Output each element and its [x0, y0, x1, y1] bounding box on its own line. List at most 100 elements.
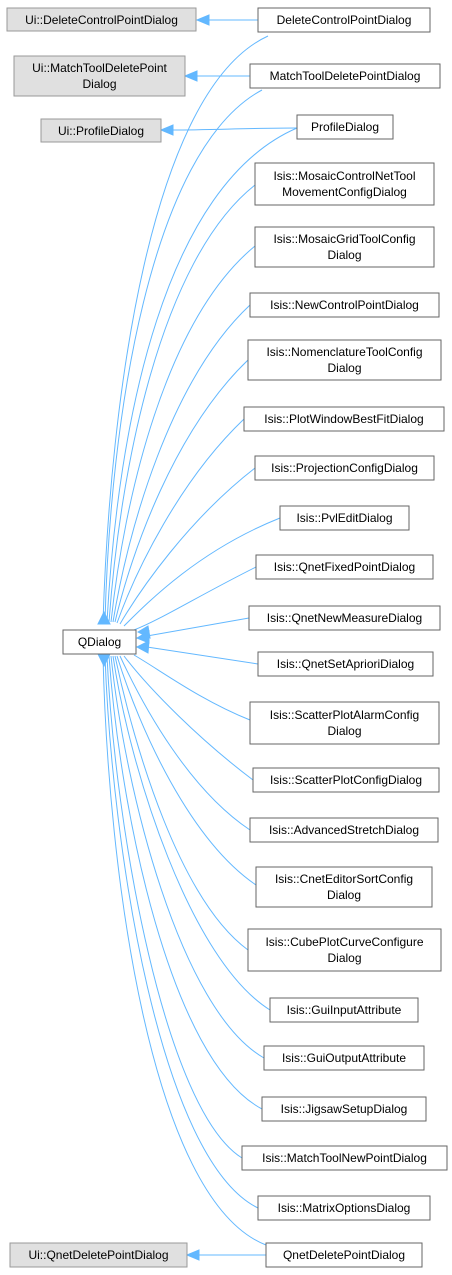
ui-profile-node: Ui::ProfileDialog	[40, 118, 162, 143]
node-label-line-1: Ui::MatchToolDeletePoint	[32, 61, 167, 75]
class-nodes: DeleteControlPointDialogMatchToolDeleteP…	[241, 7, 448, 1268]
class-node-label: Isis::NewControlPointDialog	[270, 298, 419, 312]
class-node-label: Dialog	[327, 248, 361, 262]
class-node-label: Isis::MosaicControlNetTool	[273, 169, 415, 183]
class-node-label: Dialog	[327, 888, 361, 902]
class-node-label: Isis::GuiInputAttribute	[287, 1003, 402, 1017]
class-node-label: Isis::MatrixOptionsDialog	[278, 1201, 411, 1215]
class-node-label: Dialog	[327, 951, 361, 965]
node-label: Ui::ProfileDialog	[58, 124, 144, 138]
class-node-label: MatchToolDeletePointDialog	[270, 69, 421, 83]
arrowhead	[183, 70, 198, 82]
class-node-label: Isis::MatchToolNewPointDialog	[262, 1151, 427, 1165]
arrowhead	[159, 124, 174, 136]
class-node-label: MovementConfigDialog	[282, 185, 407, 199]
class-node-box	[263, 1045, 425, 1071]
class-node-box	[249, 817, 439, 843]
node-label: Ui::DeleteControlPointDialog	[25, 13, 178, 27]
class-node-projection-config[interactable]: Isis::ProjectionConfigDialog	[254, 455, 435, 481]
class-node-plot-window-best-fit[interactable]: Isis::PlotWindowBestFitDialog	[243, 406, 445, 432]
class-node-pvl-edit[interactable]: Isis::PvlEditDialog	[279, 505, 410, 531]
class-node-gui-output[interactable]: Isis::GuiOutputAttribute	[263, 1045, 425, 1071]
class-node-box	[265, 1242, 423, 1268]
class-node-box	[247, 928, 442, 972]
class-node-box	[255, 554, 434, 580]
class-node-label: Isis::JigsawSetupDialog	[281, 1102, 408, 1116]
class-node-scatter-config[interactable]: Isis::ScatterPlotConfigDialog	[252, 767, 440, 793]
class-node-gui-input[interactable]: Isis::GuiInputAttribute	[269, 997, 419, 1023]
class-node-box	[257, 651, 434, 677]
class-node-box	[248, 605, 441, 631]
class-node-box	[254, 226, 435, 268]
class-node-label: Isis::NomenclatureToolConfig	[266, 345, 422, 359]
class-node-label: Isis::CnetEditorSortConfig	[275, 872, 413, 886]
class-node-label: Isis::MosaicGridToolConfig	[273, 232, 415, 246]
node-label: QDialog	[78, 635, 121, 649]
class-node-advanced-stretch[interactable]: Isis::AdvancedStretchDialog	[249, 817, 439, 843]
arrowhead-cluster-bottom	[97, 653, 111, 668]
class-node-qnet-new-measure[interactable]: Isis::QnetNewMeasureDialog	[248, 605, 441, 631]
node-label: Ui::QnetDeletePointDialog	[28, 1248, 168, 1262]
class-node-box	[247, 339, 442, 381]
qdialog-node: QDialog	[62, 629, 137, 655]
ui-qnet-delete-point-node: Ui::QnetDeletePointDialog	[9, 1242, 188, 1268]
class-node-box	[257, 1195, 431, 1221]
ui-edges	[159, 14, 298, 1261]
arrowhead	[135, 630, 150, 644]
class-node-profile[interactable]: ProfileDialog	[296, 114, 394, 140]
class-node-box	[254, 455, 435, 481]
class-node-label: Isis::PlotWindowBestFitDialog	[264, 412, 423, 426]
class-node-box	[241, 1145, 448, 1171]
class-node-delete-control-point[interactable]: DeleteControlPointDialog	[257, 7, 431, 33]
class-node-label: Isis::ScatterPlotConfigDialog	[270, 773, 422, 787]
class-node-label: Isis::PvlEditDialog	[296, 511, 392, 525]
class-node-match-tool-delete-point[interactable]: MatchToolDeletePointDialog	[249, 63, 441, 89]
class-node-label: QnetDeletePointDialog	[283, 1248, 405, 1262]
class-node-label: Isis::QnetSetAprioriDialog	[277, 657, 414, 671]
class-node-box	[257, 7, 431, 33]
class-node-box	[254, 162, 435, 206]
class-node-label: ProfileDialog	[311, 120, 379, 134]
class-node-new-control-point[interactable]: Isis::NewControlPointDialog	[249, 292, 440, 318]
class-node-jigsaw[interactable]: Isis::JigsawSetupDialog	[261, 1096, 427, 1122]
class-node-label: Dialog	[327, 724, 361, 738]
class-node-label: DeleteControlPointDialog	[277, 13, 412, 27]
class-node-match-tool-new-point[interactable]: Isis::MatchToolNewPointDialog	[241, 1145, 448, 1171]
class-node-box	[249, 63, 441, 89]
class-node-label: Isis::AdvancedStretchDialog	[269, 823, 419, 837]
class-node-matrix-options[interactable]: Isis::MatrixOptionsDialog	[257, 1195, 431, 1221]
class-node-label: Isis::ProjectionConfigDialog	[271, 461, 418, 475]
class-node-box	[269, 997, 419, 1023]
class-node-label: Isis::CubePlotCurveConfigure	[265, 935, 423, 949]
class-node-box	[243, 406, 445, 432]
class-node-mosaic-control-net[interactable]: Isis::MosaicControlNetToolMovementConfig…	[254, 162, 435, 206]
ui-delete-control-point-node: Ui::DeleteControlPointDialog	[6, 7, 197, 32]
class-node-box	[255, 866, 433, 908]
node-label-line-2: Dialog	[82, 77, 116, 91]
qdialog-edges	[97, 35, 298, 1246]
class-node-label: Isis::QnetFixedPointDialog	[274, 560, 415, 574]
class-node-label: Isis::GuiOutputAttribute	[282, 1051, 406, 1065]
arrowhead	[135, 640, 150, 654]
class-node-box	[279, 505, 410, 531]
ui-match-tool-delete-point-node: Ui::MatchToolDeletePoint Dialog	[13, 55, 186, 97]
class-node-box	[252, 767, 440, 793]
arrowhead	[185, 1249, 200, 1261]
class-node-box	[249, 701, 440, 745]
class-node-qnet-delete-point[interactable]: QnetDeletePointDialog	[265, 1242, 423, 1268]
class-node-qnet-fixed-point[interactable]: Isis::QnetFixedPointDialog	[255, 554, 434, 580]
class-node-box	[249, 292, 440, 318]
edge-ui-profile	[171, 127, 298, 131]
arrowhead	[195, 14, 210, 26]
class-node-label: Dialog	[327, 361, 361, 375]
class-node-label: Isis::QnetNewMeasureDialog	[267, 611, 422, 625]
arrowhead-cluster-top	[97, 610, 111, 625]
class-node-qnet-set-apriori[interactable]: Isis::QnetSetAprioriDialog	[257, 651, 434, 677]
class-node-box	[261, 1096, 427, 1122]
